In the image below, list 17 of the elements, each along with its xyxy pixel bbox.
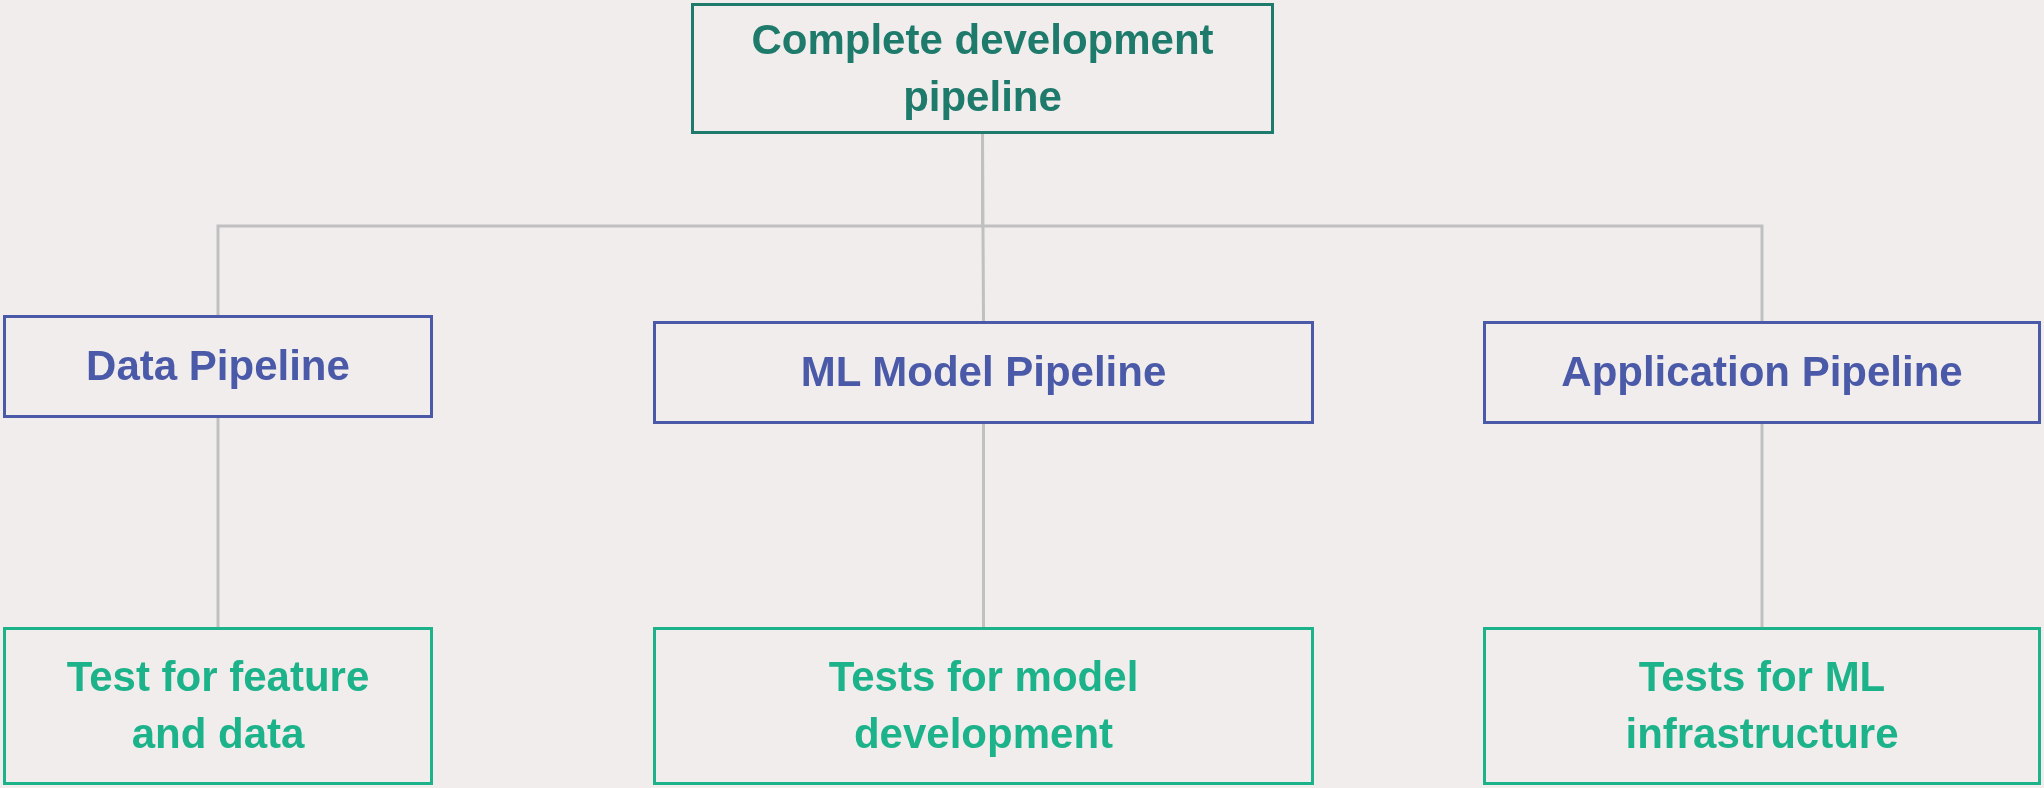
pipeline-box <box>1483 321 2041 424</box>
root-box <box>691 3 1274 134</box>
test-box <box>653 627 1314 785</box>
pipeline-box <box>653 321 1314 424</box>
node-label: Tests for model development <box>827 652 1140 759</box>
node-label: Tests for ML infrastructure <box>1624 652 1900 759</box>
node-label: Data Pipeline <box>86 341 350 392</box>
node-label: ML Model Pipeline <box>800 347 1167 398</box>
node-label: Test for feature and data <box>65 652 371 759</box>
pipeline-box <box>3 315 433 418</box>
connector-line <box>982 424 985 627</box>
test-box <box>1483 627 2041 785</box>
node-label: Application Pipeline <box>1561 347 1963 398</box>
node-label: Complete development pipeline <box>750 14 1215 122</box>
connector-line <box>1760 424 1764 627</box>
test-box <box>3 627 433 785</box>
connector-line <box>216 418 220 627</box>
